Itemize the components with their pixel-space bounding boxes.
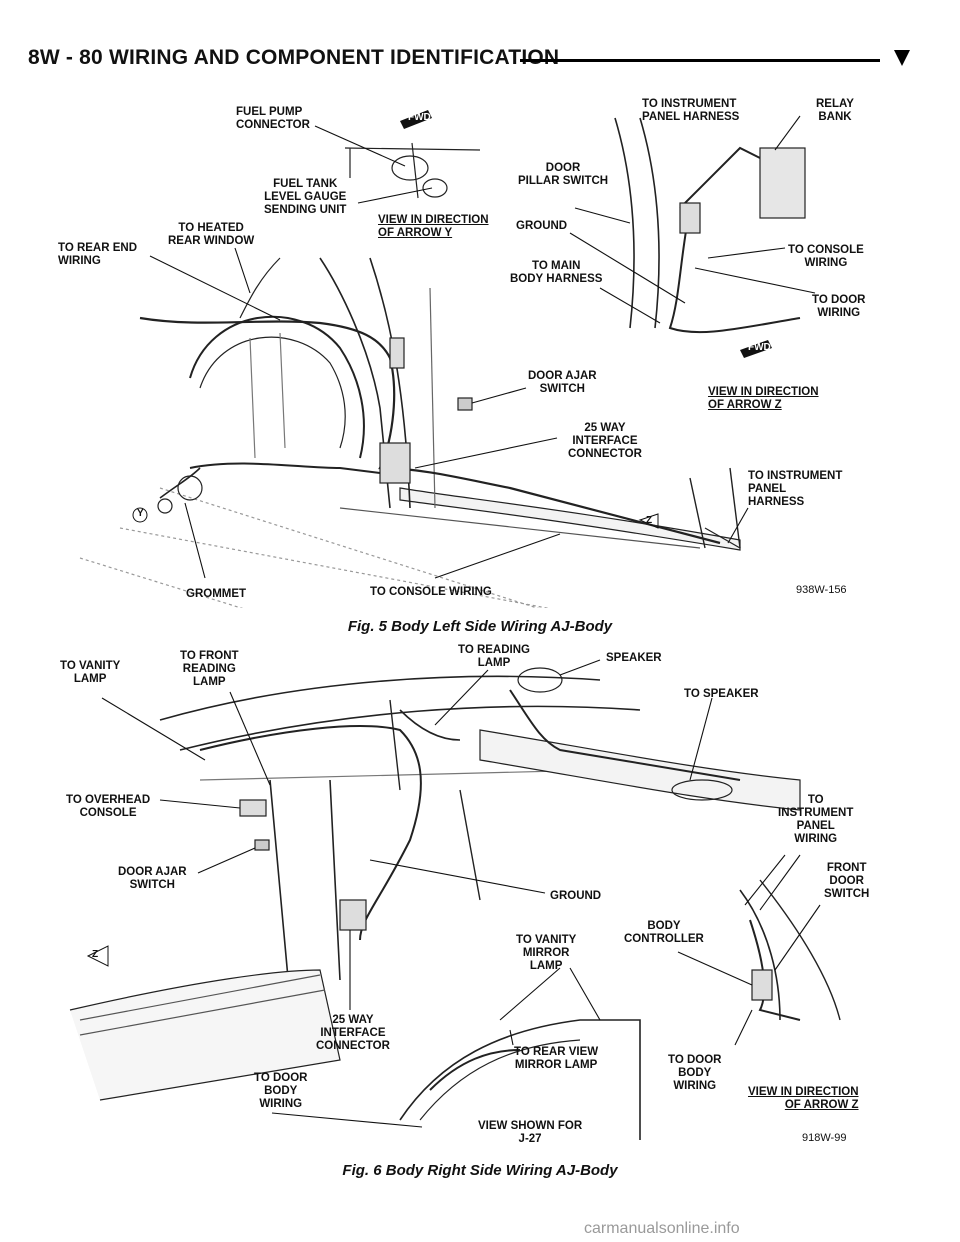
label-to-door-body-wiring-left: TO DOOR BODY WIRING bbox=[254, 1072, 308, 1110]
label-to-rear-view-mirror-lamp: TO REAR VIEW MIRROR LAMP bbox=[514, 1046, 599, 1071]
arrow-y-icon: Y bbox=[137, 508, 144, 519]
label-speaker: SPEAKER bbox=[606, 652, 662, 664]
figure-5-code: 938W-156 bbox=[796, 584, 847, 596]
figure-6: TO VANITY LAMP TO FRONT READING LAMP TO … bbox=[40, 640, 900, 1160]
label-to-door-body-wiring-right: TO DOOR BODY WIRING bbox=[668, 1054, 722, 1092]
label-door-ajar-switch: DOOR AJAR SWITCH bbox=[118, 866, 187, 891]
figure-5-caption: Fig. 5 Body Left Side Wiring AJ-Body bbox=[347, 618, 613, 635]
label-to-instrument-panel-harness-top: TO INSTRUMENT PANEL HARNESS bbox=[642, 98, 740, 123]
figure-5-drawing bbox=[79, 110, 816, 608]
label-door-ajar-switch: DOOR AJAR SWITCH bbox=[528, 370, 597, 395]
label-to-main-body-harness: TO MAIN BODY HARNESS bbox=[510, 260, 603, 285]
label-to-console-wiring: TO CONSOLE WIRING bbox=[370, 586, 492, 598]
label-body-controller: BODY CONTROLLER bbox=[624, 920, 704, 945]
label-relay-bank: RELAY BANK bbox=[816, 98, 854, 123]
figure-6-code: 918W-99 bbox=[802, 1132, 847, 1144]
label-to-instrument-panel-wiring: TO INSTRUMENT PANEL WIRING bbox=[778, 794, 854, 845]
label-to-console-wiring-right: TO CONSOLE WIRING bbox=[788, 244, 864, 269]
label-front-door-switch: FRONT DOOR SWITCH bbox=[824, 862, 870, 900]
label-to-reading-lamp: TO READING LAMP bbox=[458, 644, 530, 669]
label-to-overhead-console: TO OVERHEAD CONSOLE bbox=[66, 794, 151, 819]
label-view-shown-for-j27: VIEW SHOWN FOR J-27 bbox=[478, 1120, 583, 1145]
watermark: carmanualsonline.info bbox=[584, 1220, 740, 1237]
header-rule bbox=[520, 59, 880, 62]
header-title: 8W - 80 WIRING AND COMPONENT IDENTIFICAT… bbox=[28, 46, 560, 69]
arrow-z-icon: Z bbox=[646, 515, 653, 526]
figure-6-drawing bbox=[69, 659, 841, 1140]
label-to-vanity-lamp: TO VANITY LAMP bbox=[60, 660, 121, 685]
label-fuel-pump-connector: FUEL PUMP CONNECTOR bbox=[236, 106, 310, 131]
header-triangle-icon bbox=[894, 50, 910, 66]
label-view-arrow-y: VIEW IN DIRECTION OF ARROW Y bbox=[378, 214, 489, 239]
label-door-pillar-switch: DOOR PILLAR SWITCH bbox=[518, 162, 609, 187]
label-to-door-wiring: TO DOOR WIRING bbox=[812, 294, 866, 319]
label-ground: GROUND bbox=[516, 220, 568, 232]
label-to-vanity-mirror-lamp: TO VANITY MIRROR LAMP bbox=[516, 934, 577, 972]
page-header: 8W - 80 WIRING AND COMPONENT IDENTIFICAT… bbox=[28, 44, 928, 74]
label-to-speaker: TO SPEAKER bbox=[684, 688, 759, 700]
label-fuel-tank-sending-unit: FUEL TANK LEVEL GAUGE SENDING UNIT bbox=[264, 178, 347, 216]
label-to-instrument-panel-harness: TO INSTRUMENT PANEL HARNESS bbox=[748, 470, 843, 508]
figure-5: FUEL PUMP CONNECTOR FUEL TANK LEVEL GAUG… bbox=[40, 88, 900, 608]
arrow-z-icon: Z bbox=[92, 949, 99, 960]
label-25-way-interface-connector: 25 WAY INTERFACE CONNECTOR bbox=[316, 1014, 390, 1052]
fwd-arrow-icon: FWD bbox=[408, 112, 431, 123]
figure-6-caption: Fig. 6 Body Right Side Wiring AJ-Body bbox=[342, 1162, 618, 1179]
label-to-front-reading-lamp: TO FRONT READING LAMP bbox=[180, 650, 239, 688]
label-ground: GROUND bbox=[550, 890, 602, 902]
label-to-rear-end-wiring: TO REAR END WIRING bbox=[58, 242, 138, 267]
label-25-way-interface-connector: 25 WAY INTERFACE CONNECTOR bbox=[568, 422, 642, 460]
fwd-arrow-icon-z: FWD bbox=[748, 342, 771, 353]
label-to-heated-rear-window: TO HEATED REAR WINDOW bbox=[168, 222, 255, 247]
label-view-arrow-z: VIEW IN DIRECTION OF ARROW Z bbox=[748, 1086, 859, 1111]
label-grommet: GROMMET bbox=[186, 588, 247, 600]
label-view-arrow-z: VIEW IN DIRECTION OF ARROW Z bbox=[708, 386, 819, 411]
